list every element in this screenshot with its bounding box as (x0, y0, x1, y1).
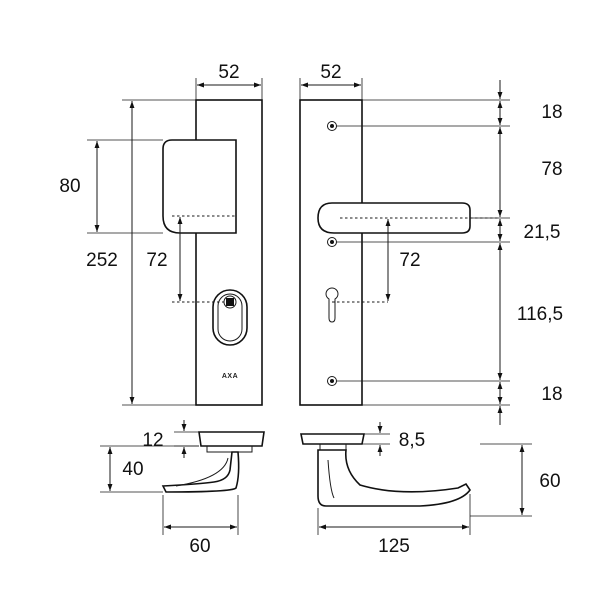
left-handle-inner (175, 457, 229, 487)
dim-front-width: 52 (195, 62, 263, 100)
dim-label-front-height: 252 (86, 250, 118, 271)
right-lever-inner (327, 459, 335, 499)
dim-left-projection: 40 (100, 445, 199, 493)
back-backplate (299, 99, 363, 406)
right-side-profile (300, 433, 471, 507)
left-side-cap (198, 431, 265, 447)
dim-label-front-width: 52 (218, 62, 239, 83)
dim-label-right-cap: 8,5 (399, 430, 425, 451)
dim-label-front-center: 72 (146, 250, 167, 271)
right-side-rose (300, 433, 365, 445)
dim-label-left-cap: 12 (142, 430, 163, 451)
left-handle-profile (161, 451, 240, 493)
dim-front-height: 252 (86, 99, 196, 406)
dim-back-width: 52 (299, 62, 363, 100)
dim-label-right-projection: 60 (539, 471, 560, 492)
dim-back-center: 72 (385, 219, 421, 301)
cylinder-shutter-key (226, 298, 234, 306)
brand-logo: AXA (222, 373, 238, 380)
dim-label-back-width: 52 (320, 62, 341, 83)
lever-handle (317, 202, 471, 234)
cylinder-escutcheon-inner (217, 293, 243, 342)
profile-cylinder-hole (325, 287, 339, 323)
dim-label-segment-1: 18 (541, 102, 562, 123)
dim-label-segment-5: 18 (541, 384, 562, 405)
dim-label-back-center: 72 (399, 250, 420, 271)
dim-right-projection: 60 (470, 443, 561, 517)
dim-label-front-cover: 80 (59, 176, 80, 197)
front-cover-rosette (162, 139, 237, 234)
dim-label-segment-4: 116,5 (517, 304, 563, 325)
cylinder-escutcheon (212, 289, 248, 346)
dim-label-left-projection: 40 (122, 459, 143, 480)
right-lever-profile (317, 449, 471, 507)
dim-front-cover: 80 (59, 139, 163, 234)
dim-label-segment-2: 78 (541, 159, 562, 180)
dim-right-cap: 8,5 (362, 422, 425, 456)
dim-back-chain: 18 78 21,5 116,5 18 (336, 80, 563, 425)
dim-label-left-width: 60 (189, 536, 210, 557)
dim-left-width: 60 (162, 495, 239, 557)
left-side-profile (161, 431, 265, 493)
dim-right-length: 125 (317, 494, 471, 557)
dim-left-cap: 12 (142, 420, 199, 458)
dim-front-center: 72 (146, 217, 183, 301)
dim-label-segment-3: 21,5 (524, 222, 561, 243)
dim-label-right-length: 125 (378, 536, 410, 557)
right-side-base (319, 444, 347, 451)
front-plate-view: AXA (162, 99, 263, 406)
left-side-base (206, 446, 253, 453)
back-plate-view (299, 99, 500, 406)
